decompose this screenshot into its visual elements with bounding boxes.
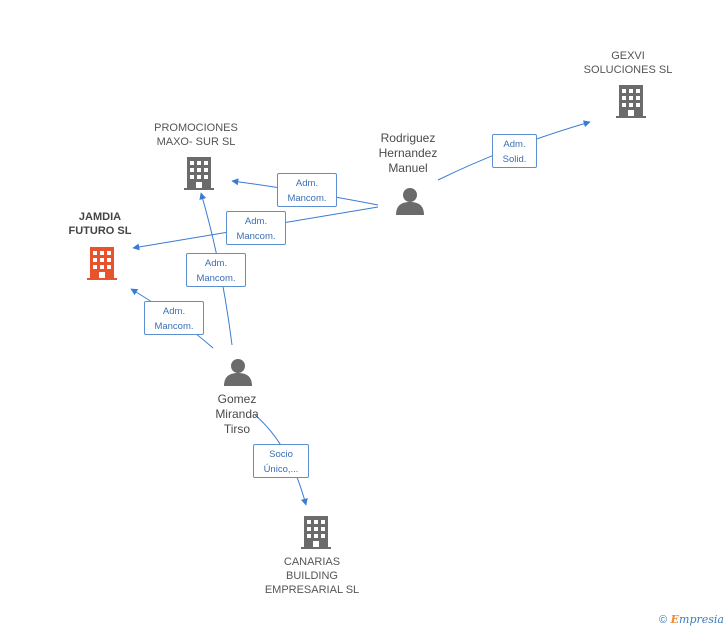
building-icon[interactable] <box>301 516 331 549</box>
building-icon[interactable] <box>184 157 214 190</box>
node-label-gomez[interactable]: Gomez Miranda Tirso <box>215 392 259 436</box>
edge-label-adm-mancom: Adm. Mancom. <box>144 301 204 335</box>
empresia-logo[interactable]: © Empresia <box>659 613 724 626</box>
building-icon[interactable] <box>87 247 117 280</box>
edge-label-adm-mancom: Adm. Mancom. <box>277 173 337 207</box>
node-label-gexvi[interactable]: GEXVI SOLUCIONES SL <box>583 50 673 76</box>
brand-name: mpresia <box>679 613 724 626</box>
person-icon[interactable] <box>224 359 252 386</box>
edge-label-socio-unico: Socio Único,... <box>253 444 309 478</box>
edge-label-adm-mancom: Adm. Mancom. <box>186 253 246 287</box>
node-label-rodriguez[interactable]: Rodriguez Hernandez Manuel <box>378 131 438 175</box>
copyright-symbol: © <box>659 614 668 626</box>
edge-label-adm-mancom: Adm. Mancom. <box>226 211 286 245</box>
building-icon[interactable] <box>616 85 646 118</box>
node-label-canarias[interactable]: CANARIAS BUILDING EMPRESARIAL SL <box>264 556 360 596</box>
brand-initial: E <box>670 613 680 626</box>
node-label-jamdia[interactable]: JAMDIA FUTURO SL <box>68 211 132 237</box>
person-icon[interactable] <box>396 188 424 215</box>
node-label-promociones[interactable]: PROMOCIONES MAXO- SUR SL <box>154 122 238 148</box>
edge-label-adm-solid: Adm. Solid. <box>492 134 537 168</box>
